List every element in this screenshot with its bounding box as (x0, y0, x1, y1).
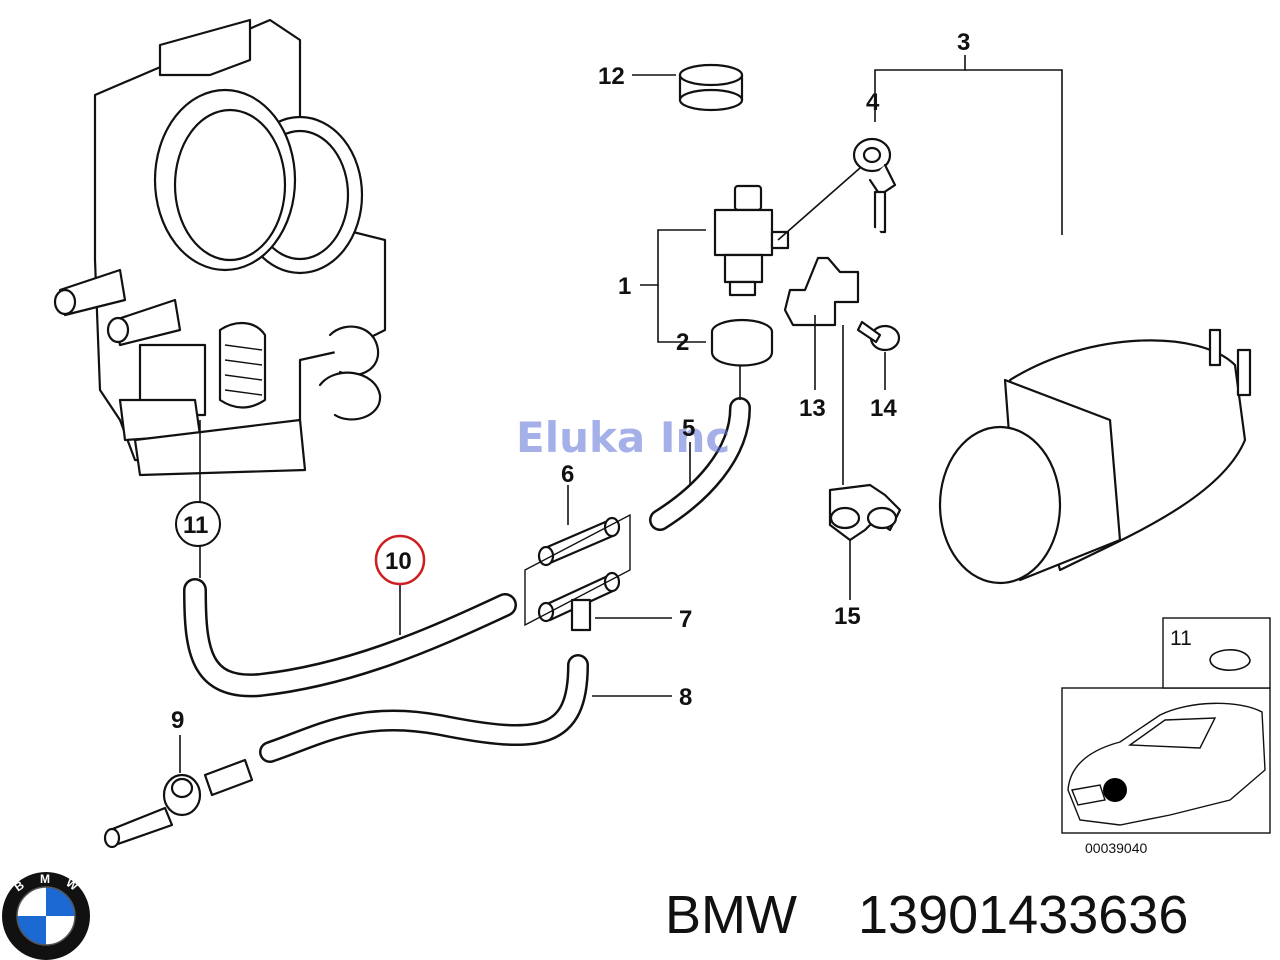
throttle-body (53, 18, 387, 477)
bmw-logo: B M W (2, 872, 90, 960)
callout-5: 5 (682, 415, 695, 442)
logo-letter-m: M (40, 872, 50, 886)
part-15-clip (828, 483, 902, 542)
callout-9: 9 (171, 707, 184, 734)
callout-14: 14 (870, 395, 897, 422)
callout-11-circle (175, 501, 221, 547)
callout-6: 6 (561, 461, 574, 488)
part-9-fitting (103, 758, 254, 849)
callout-7: 7 (679, 606, 692, 633)
callout-13: 13 (799, 395, 826, 422)
inset-clamp-icon (1209, 649, 1251, 671)
part-8-hose (259, 654, 589, 763)
inset-car-windshield (1127, 717, 1217, 749)
watermark-text: Eluka Inc (516, 413, 730, 462)
inset-car-grille (1071, 784, 1106, 806)
part-4-connector (852, 137, 897, 234)
inset-callout-11: 11 (1170, 627, 1192, 650)
callout-4: 4 (866, 89, 880, 116)
callout-11: 11 (183, 512, 208, 539)
part-2-clamp (710, 318, 774, 367)
leader-lines (179, 55, 1063, 773)
inset-location-dot (1103, 778, 1127, 802)
footer-part-number: 13901433636 (858, 885, 1188, 945)
callout-8: 8 (679, 684, 692, 711)
part-1-valve (713, 184, 790, 297)
part-3-hose (862, 227, 1215, 340)
part-12-cap (678, 63, 744, 112)
part-5-hose (649, 397, 751, 531)
part-10-hose (183, 578, 517, 698)
part-13-bracket (783, 256, 860, 327)
footer-brand: BMW (665, 885, 797, 945)
callout-2: 2 (676, 329, 689, 356)
connector-group-frame (524, 513, 631, 627)
callout-15: 15 (834, 603, 861, 630)
inset-car-outline (1067, 702, 1266, 826)
callouts: 12 3 4 1 2 13 14 5 6 15 7 8 9 11 10 (171, 29, 970, 734)
callout-12: 12 (598, 63, 625, 90)
callout-1: 1 (618, 273, 631, 300)
callout-10-highlight-circle (374, 534, 426, 586)
callout-3: 3 (957, 29, 970, 56)
inset-reference-number: 00039040 (1085, 840, 1148, 856)
inset-panel: 11 00039040 (1061, 617, 1271, 856)
part-14-bolt (856, 320, 901, 352)
inset-frame (1061, 687, 1271, 834)
canister (938, 328, 1252, 585)
callout-10: 10 (385, 548, 412, 575)
